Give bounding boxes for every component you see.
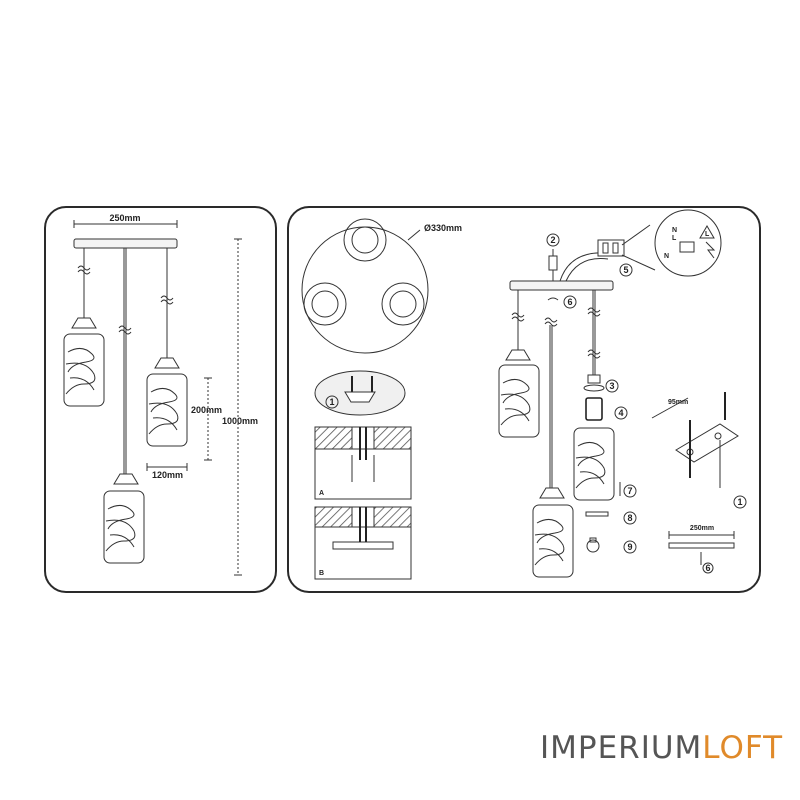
step-6-plate [702, 562, 714, 574]
step-2 [546, 233, 560, 247]
lamp-socket [585, 397, 603, 421]
svg-text:3: 3 [609, 381, 614, 391]
step-7 [623, 484, 637, 498]
bracket-label: 95mm [668, 399, 688, 406]
label-b: B [319, 570, 324, 577]
svg-text:4: 4 [618, 408, 623, 418]
electric-hazard-icon [705, 241, 716, 259]
svg-text:6: 6 [705, 563, 710, 573]
assembly-plate [509, 280, 614, 291]
ceiling-plate [73, 238, 178, 249]
shade-height-label: 200mm [191, 405, 222, 415]
svg-text:5: 5 [623, 265, 628, 275]
svg-text:7: 7 [627, 486, 632, 496]
bulb-icon [586, 539, 600, 553]
plate-dimension-detail: 250mm 6 [668, 525, 735, 574]
shade-left [63, 333, 105, 407]
left-dimension-drawing: 250mm 200mm 1000mm 120mm [63, 213, 258, 576]
step-9 [623, 540, 637, 554]
detail-a: A [314, 426, 412, 500]
step-8 [623, 511, 637, 525]
plate-width-label: 250mm [690, 525, 714, 532]
wiring-detail [654, 209, 722, 277]
svg-text:1: 1 [329, 397, 334, 407]
shade-width-label: 120mm [152, 470, 183, 480]
mounting-bracket: 95mm 1 [651, 392, 747, 509]
step-1-bracket [733, 495, 747, 509]
svg-text:1: 1 [737, 497, 742, 507]
svg-text:2: 2 [550, 235, 555, 245]
width-label: 250mm [109, 213, 140, 223]
svg-text:L: L [705, 231, 710, 238]
label-a: A [319, 490, 324, 497]
assembly-shade-left [498, 364, 540, 438]
step-6 [563, 295, 577, 309]
svg-text:9: 9 [627, 542, 632, 552]
shade-right [146, 373, 188, 447]
step1-ceiling-detail: 1 [314, 370, 406, 416]
detail-b: B [314, 506, 412, 580]
svg-text:N: N [664, 253, 669, 260]
terminal-block [597, 239, 625, 257]
svg-text:N: N [672, 227, 677, 234]
svg-text:L: L [672, 235, 677, 242]
brand-logo: IMPERIUMLOFT [540, 730, 784, 766]
total-height-label: 1000mm [222, 416, 258, 426]
step-3 [605, 379, 619, 393]
assembly-shade-right [573, 427, 615, 501]
assembled-fixture: N L N L 2 5 6 [498, 209, 722, 578]
svg-text:8: 8 [627, 513, 632, 523]
step-5 [619, 263, 633, 277]
plate-outline [301, 226, 429, 354]
diameter-label: Ø330mm [424, 223, 462, 233]
assembly-shade-middle [532, 504, 574, 578]
svg-text:6: 6 [567, 297, 572, 307]
top-view: Ø330mm [301, 218, 462, 354]
shade-middle [103, 490, 145, 564]
step-4 [614, 406, 628, 420]
